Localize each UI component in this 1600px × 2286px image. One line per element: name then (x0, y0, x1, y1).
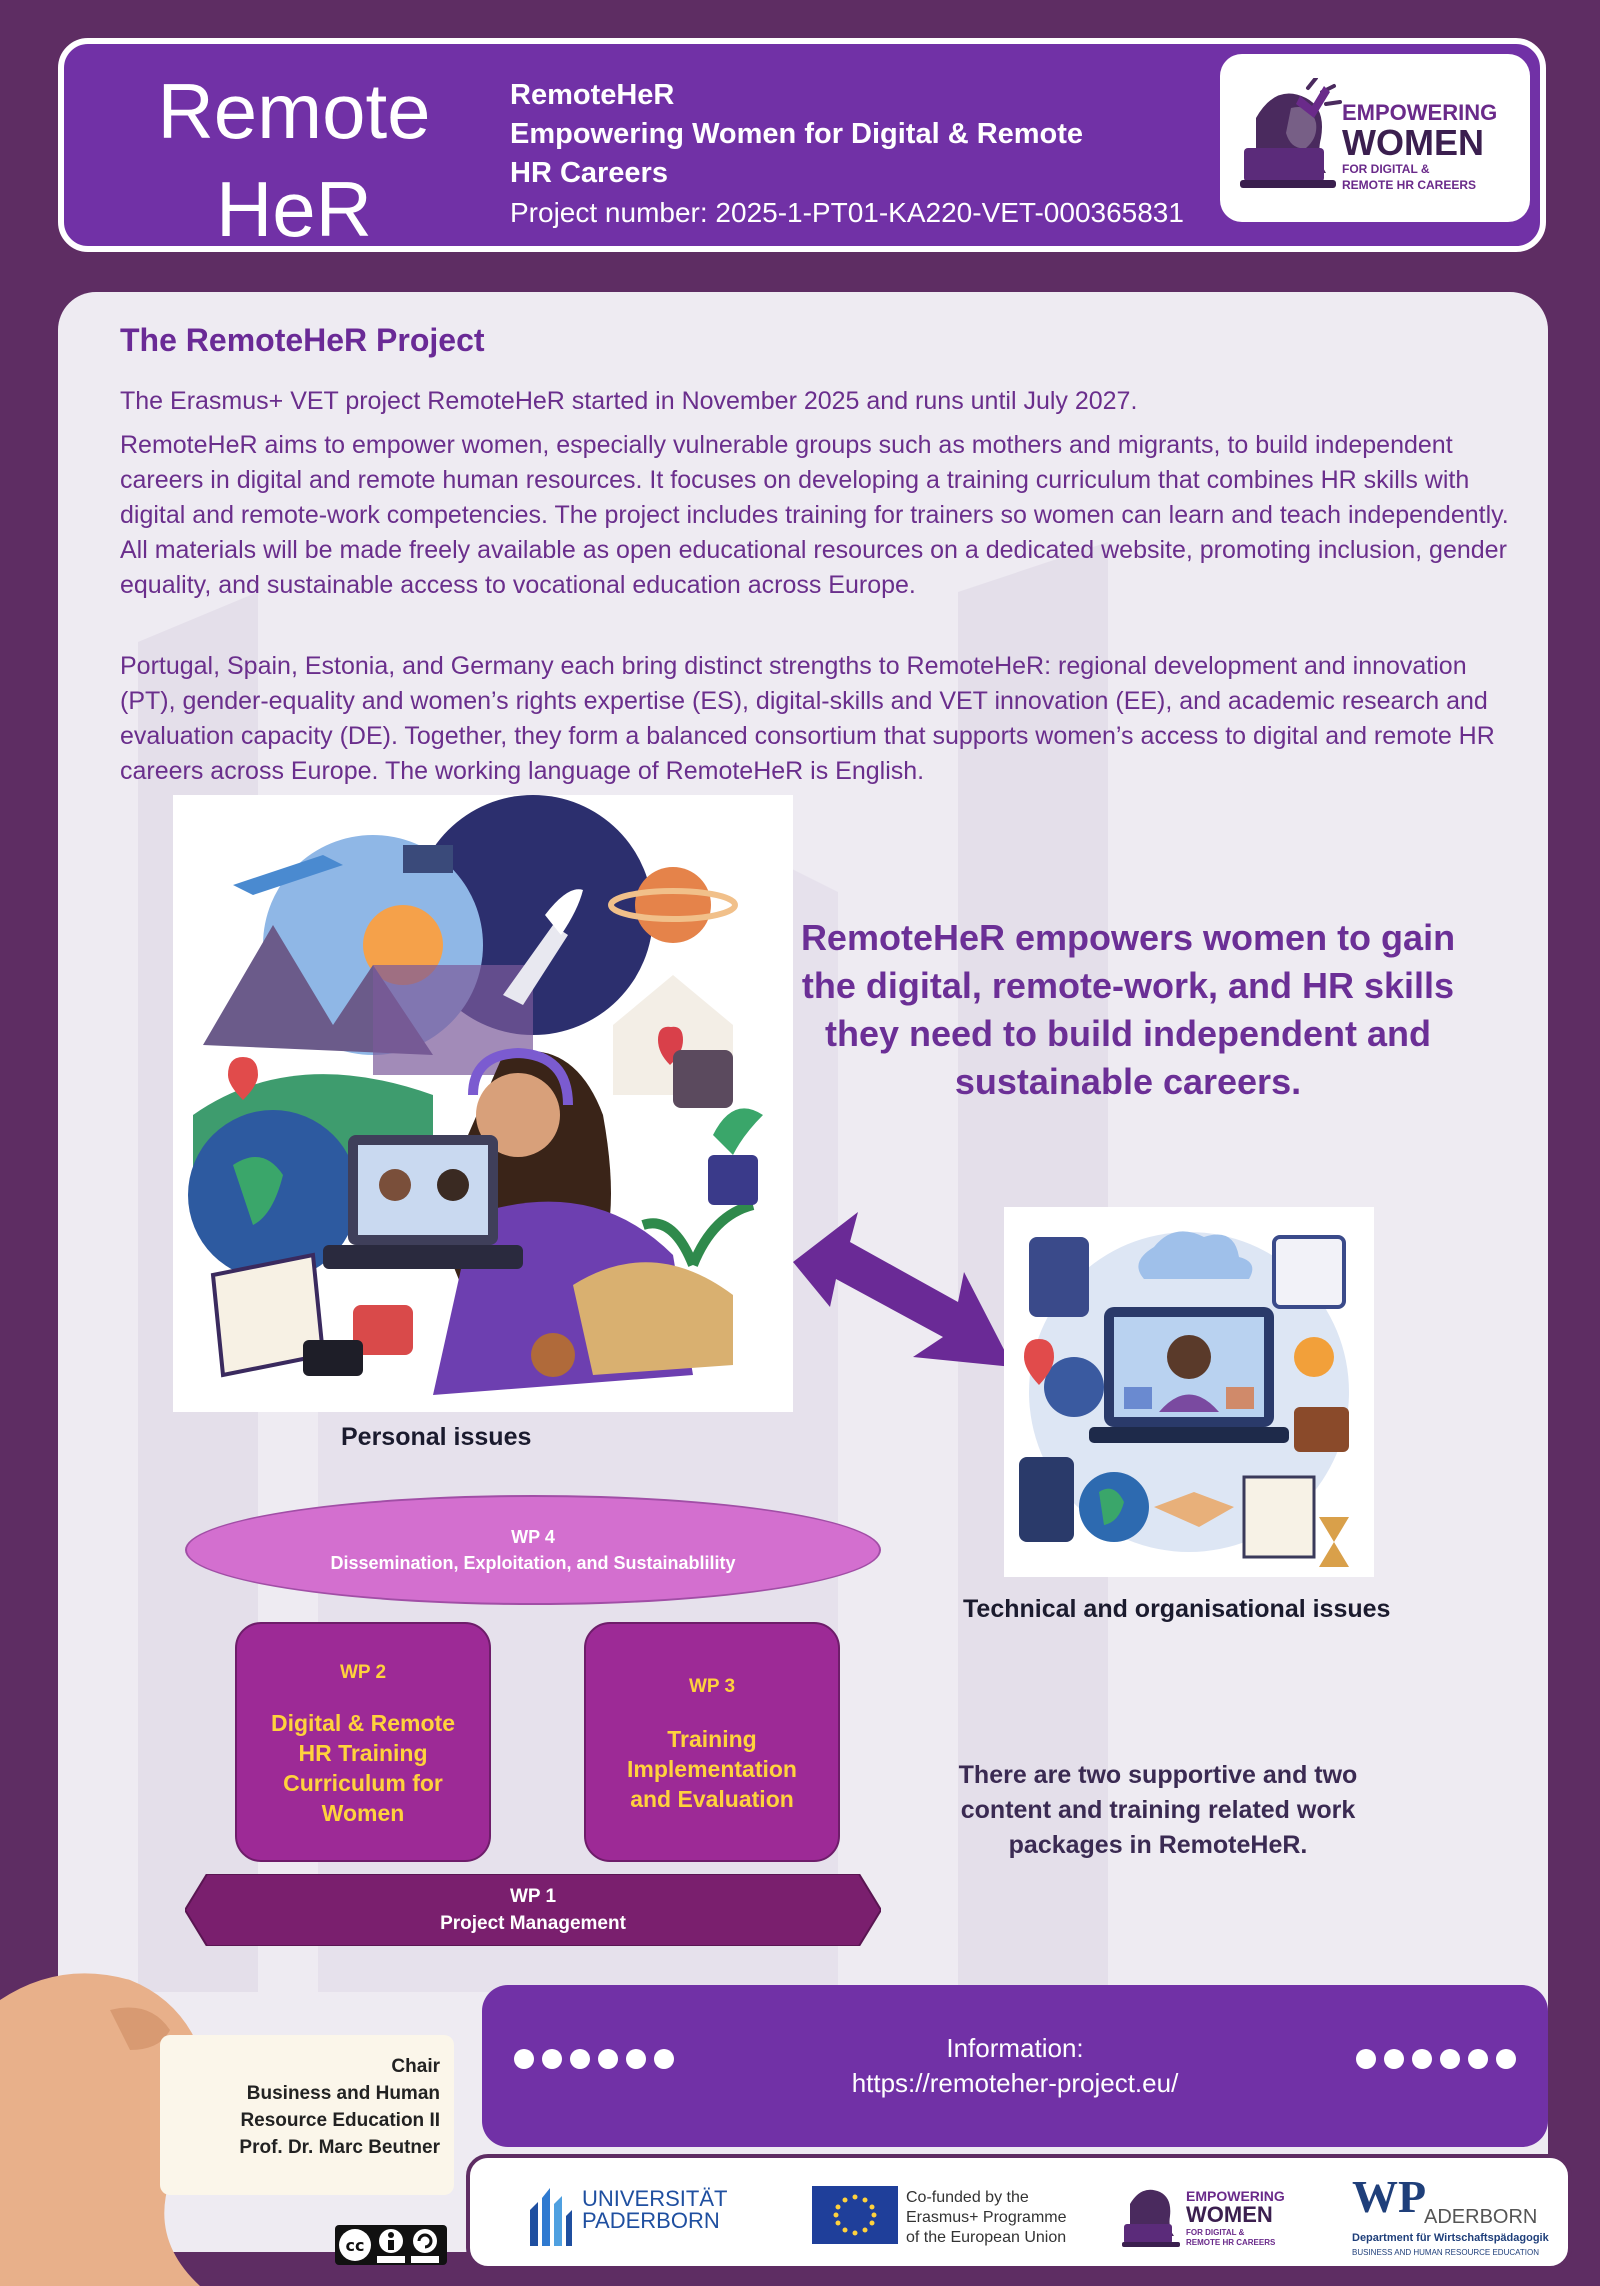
project-website-link[interactable]: https://remoteher-project.eu/ (851, 2068, 1179, 2098)
personal-issues-illustration (173, 795, 793, 1412)
wp-paderborn-mark: WP (1352, 2171, 1427, 2222)
eu-flag-icon (812, 2186, 898, 2244)
wp3-box: WP 3 Training Implementation and Evaluat… (584, 1622, 840, 1862)
eu-line3: of the European Union (906, 2229, 1067, 2246)
consortium-paragraph: Portugal, Spain, Estonia, and Germany ea… (120, 652, 1495, 785)
wp3-name: Training Implementation and Evaluation (627, 1726, 797, 1812)
logo-line1: EMPOWERING (1342, 100, 1498, 125)
wp2-box: WP 2 Digital & Remote HR Training Curric… (235, 1622, 491, 1862)
footer-logo-line1: EMPOWERING (1186, 2188, 1285, 2204)
project-name: RemoteHeR (510, 79, 675, 111)
eu-line1: Co-funded by the (906, 2189, 1029, 2206)
information-box: Information: https://remoteher-project.e… (482, 1985, 1548, 2147)
footer-logo-line3: FOR DIGITAL & (1186, 2228, 1245, 2237)
logo-line3: FOR DIGITAL & (1342, 162, 1430, 176)
header-banner: Remote HeR RemoteHeR Empowering Women fo… (58, 38, 1546, 253)
footer-logos: UNIVERSITÄT PADERBORN Co-funded by the E… (466, 2154, 1572, 2270)
work-packages-note: There are two supportive and two content… (958, 1761, 1358, 1859)
hand-holding-card (0, 1973, 210, 2286)
main-panel: The RemoteHeR Project The Erasmus+ VET p… (58, 292, 1548, 2252)
project-number: Project number: 2025-1-PT01-KA220-VET-00… (510, 197, 1184, 228)
uni-name-line1: UNIVERSITÄT (582, 2186, 728, 2211)
eu-line2: Erasmus+ Programme (906, 2209, 1067, 2226)
wp4-name: Dissemination, Exploitation, and Sustain… (330, 1553, 736, 1573)
svg-text:cc: cc (346, 2236, 365, 2255)
card-line2: Business and Human (246, 2083, 440, 2104)
header-title-line1: Remote (157, 67, 431, 155)
card-line1: Chair (391, 2056, 440, 2077)
wp2-name: Digital & Remote HR Training Curriculum … (270, 1710, 456, 1826)
logo-line2: WOMEN (1342, 122, 1484, 163)
header-title-line2: HeR (215, 165, 373, 253)
wp-department: Department für Wirtschaftspädagogik (1352, 2232, 1549, 2244)
decorative-dots-left (514, 2049, 674, 2069)
uni-name-line2: PADERBORN (582, 2208, 720, 2233)
intro-paragraph: The Erasmus+ VET project RemoteHeR start… (120, 387, 1138, 415)
wp1-banner: WP 1 Project Management (185, 1874, 881, 1946)
decorative-dots-right (1356, 2049, 1516, 2069)
empowering-women-logo: EMPOWERING WOMEN FOR DIGITAL & REMOTE HR… (1220, 54, 1530, 222)
project-subtitle-line1: Empowering Women for Digital & Remote (510, 118, 1084, 150)
wp-paderborn-city: ADERBORN (1424, 2206, 1538, 2228)
tagline: RemoteHeR empowers women to gain the dig… (800, 917, 1456, 1102)
caption-technical-issues: Technical and organisational issues (963, 1595, 1391, 1623)
wp-department-sub: BUSINESS AND HUMAN RESOURCE EDUCATION (1352, 2248, 1539, 2257)
project-subtitle-line2: HR Careers (510, 157, 668, 189)
wp3-number: WP 3 (688, 1676, 736, 1697)
woman-laptop-icon (1240, 78, 1342, 188)
footer-logo-line2: WOMEN (1186, 2202, 1273, 2227)
wp1-number: WP 1 (509, 1886, 557, 1907)
card-line4: Prof. Dr. Marc Beutner (239, 2137, 440, 2158)
section-title: The RemoteHeR Project (120, 322, 485, 358)
creative-commons-icon: cc (335, 2225, 447, 2265)
eu-text: Co-funded by the Erasmus+ Programme of t… (906, 2188, 1067, 2248)
card-line3: Resource Education II (240, 2110, 440, 2131)
caption-personal-issues: Personal issues (341, 1423, 532, 1451)
wp4-number: WP 4 (511, 1527, 555, 1547)
header-title: Remote HeR (104, 62, 484, 258)
empowering-women-small-logo-icon (1122, 2189, 1180, 2247)
header-info: RemoteHeR Empowering Women for Digital &… (510, 76, 1184, 232)
wp4-ellipse: WP 4 Dissemination, Exploitation, and Su… (185, 1495, 881, 1605)
footer-logo-line4: REMOTE HR CAREERS (1186, 2238, 1276, 2247)
technical-issues-illustration (1004, 1207, 1374, 1577)
info-label: Information: (946, 2033, 1084, 2063)
logo-line4: REMOTE HR CAREERS (1342, 178, 1477, 192)
wp1-name: Project Management (440, 1913, 626, 1934)
aims-paragraph: RemoteHeR aims to empower women, especia… (120, 431, 1509, 599)
wp2-number: WP 2 (339, 1662, 387, 1683)
double-arrow-icon (793, 1212, 1013, 1367)
university-paderborn-logo-icon (530, 2188, 572, 2246)
chair-business-card: Chair Business and Human Resource Educat… (160, 2035, 454, 2195)
